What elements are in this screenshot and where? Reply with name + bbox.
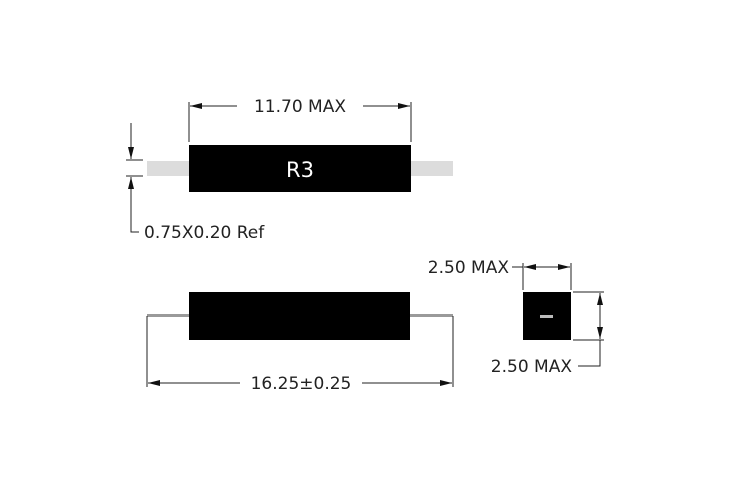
overall-dim: 16.25±0.25 [251, 374, 352, 394]
lead-dim-leader [128, 177, 139, 233]
part-label: R3 [286, 158, 314, 182]
top-view: R3 11.70 MAX 0.75X0.20 Ref [126, 97, 453, 243]
lead-dim: 0.75X0.20 Ref [144, 223, 265, 243]
polarity-dash [540, 315, 553, 318]
height-dim: 2.50 MAX [491, 357, 573, 377]
length-dim: 11.70 MAX [254, 97, 346, 117]
end-view: 2.50 MAX 2.50 MAX [428, 258, 604, 377]
top-body [189, 145, 411, 192]
width-dim: 2.50 MAX [428, 258, 510, 278]
side-view: 16.25±0.25 [146, 292, 454, 394]
side-body [189, 292, 410, 340]
